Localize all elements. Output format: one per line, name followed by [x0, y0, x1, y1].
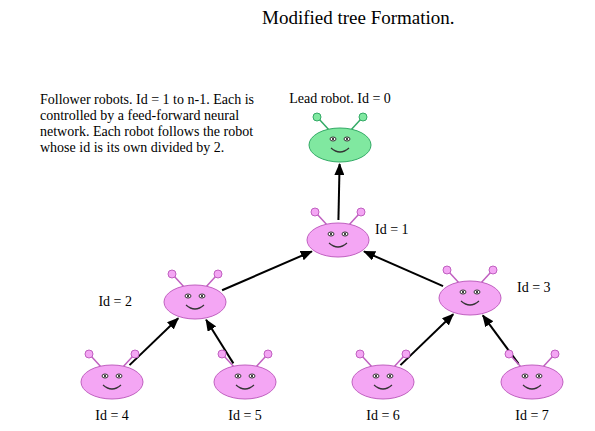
robot-face — [499, 348, 565, 400]
follow-arrow — [222, 251, 312, 290]
robot-node: Id = 2 — [162, 268, 228, 320]
robot-id-label: Id = 6 — [366, 408, 400, 424]
robot-face — [437, 264, 503, 316]
robot-face — [305, 206, 371, 258]
robot-id-label: Lead robot. Id = 0 — [289, 91, 391, 107]
robot-id-label: Id = 2 — [98, 294, 132, 310]
robot-node: Id = 3 — [437, 264, 503, 316]
follow-arrow — [338, 164, 339, 220]
follow-arrow — [129, 318, 178, 365]
diagram-title: Modified tree Formation. — [262, 7, 455, 29]
robot-face — [307, 111, 373, 163]
robot-face — [350, 348, 416, 400]
robot-id-label: Id = 3 — [517, 280, 551, 296]
robot-face — [162, 268, 228, 320]
robot-node: Id = 4 — [79, 348, 145, 400]
robot-id-label: Id = 7 — [515, 408, 549, 424]
robot-node: Id = 1 — [305, 206, 371, 258]
robot-face — [212, 348, 278, 400]
robot-id-label: Id = 5 — [228, 408, 262, 424]
robot-id-label: Id = 4 — [95, 408, 129, 424]
follow-arrow — [364, 251, 443, 286]
follow-arrow — [400, 314, 453, 365]
robot-id-label: Id = 1 — [375, 222, 409, 238]
follow-arrow — [483, 315, 519, 363]
follow-arrow — [206, 320, 233, 364]
robot-node: Id = 7 — [499, 348, 565, 400]
robot-node: Id = 6 — [350, 348, 416, 400]
robot-node: Lead robot. Id = 0 — [307, 111, 373, 163]
note-text: Follower robots. Id = 1 to n-1. Each is … — [40, 92, 290, 156]
robot-face — [79, 348, 145, 400]
robot-node: Id = 5 — [212, 348, 278, 400]
